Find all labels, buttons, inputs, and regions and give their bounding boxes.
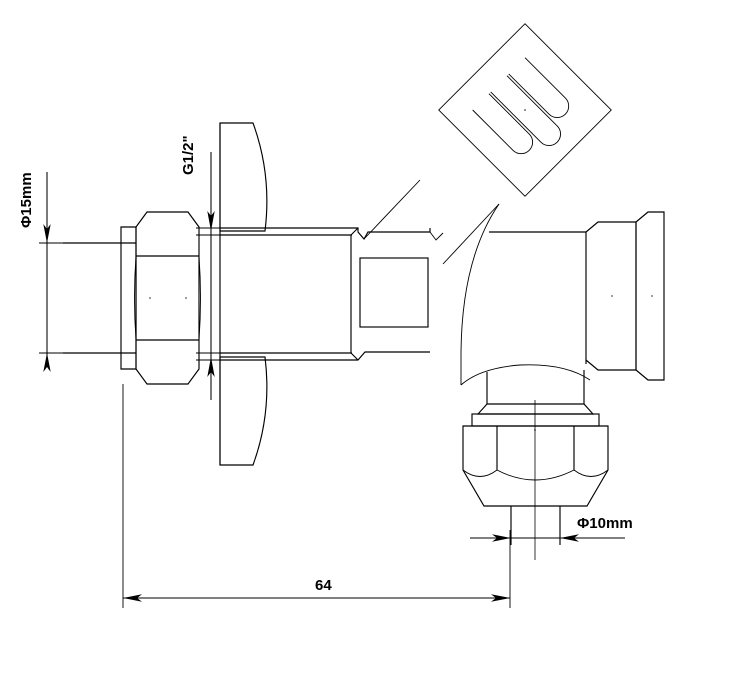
dim-label-phi15: Φ15mm — [18, 172, 35, 228]
bottom-compression-nut — [462, 425, 609, 507]
valve-body-chamfer-top — [350, 227, 359, 236]
outlet-ring-b — [635, 211, 665, 381]
handle-slot-1 — [472, 93, 534, 155]
bottom-nut-arc-mid — [496, 469, 575, 481]
body-square-detail — [359, 257, 429, 328]
arrowhead-phi15-top — [43, 224, 51, 243]
dim-label-phi10: Φ10mm — [577, 515, 633, 532]
handle-plate — [438, 23, 612, 197]
outlet-ring-a — [585, 221, 637, 371]
elbow-inner-curve — [460, 364, 591, 386]
handle-stem-notch — [429, 231, 444, 241]
inlet-pipe — [63, 226, 137, 370]
valve-body-chamfer-bottom — [350, 352, 359, 361]
bottom-neck-collar — [471, 370, 600, 427]
bottom-nut-outline — [462, 425, 609, 507]
hex-nut-outline — [135, 211, 200, 385]
arrowhead-phi10-right — [560, 534, 579, 542]
outlet-dot-a — [611, 295, 613, 297]
dim-label-g12: G1/2" — [180, 135, 197, 175]
arrowhead-g12-top — [207, 211, 215, 231]
valve-body — [220, 227, 431, 361]
hex-nut-dot-right — [185, 297, 187, 299]
escutcheon-lower — [219, 356, 268, 466]
right-outlet-spout — [585, 211, 665, 381]
square-detail-rect — [359, 257, 429, 328]
elbow-junction — [460, 203, 591, 386]
inlet-hex-nut — [134, 211, 201, 385]
handle-stem — [363, 179, 500, 265]
bottom-nut-arc-right — [573, 469, 609, 477]
bottom-nut-arc-left — [462, 469, 498, 477]
collar-taper — [476, 403, 595, 415]
dimension-inlet-diameter: Φ15mm — [18, 172, 136, 372]
escutcheon-upper — [219, 122, 268, 232]
handle-slot-3 — [508, 57, 570, 119]
hex-nut-bulge-left — [134, 255, 137, 341]
handle-stem-left-edge — [363, 179, 421, 240]
arrowhead-g12-bottom — [207, 357, 215, 377]
arrowhead-phi10-left — [492, 534, 511, 542]
handle-center-dot — [524, 109, 526, 111]
arrowhead-64-right — [491, 594, 510, 602]
arrowhead-phi15-bottom — [43, 353, 51, 372]
dimension-overall-length: 64 — [122, 384, 511, 608]
collar-band — [471, 413, 600, 427]
hex-nut-dot-left — [149, 297, 151, 299]
outlet-dot-b — [651, 295, 653, 297]
elbow-outer-curve — [460, 203, 500, 385]
valve-body-bottom-with-chamfer — [220, 351, 430, 361]
handle-stem-right-edge — [442, 203, 500, 265]
inlet-pipe-collar — [120, 226, 137, 370]
dim-label-64: 64 — [315, 577, 332, 594]
arrowhead-64-left — [123, 594, 142, 602]
handle-slot-2 — [490, 75, 561, 146]
hex-nut-bulge-right — [198, 255, 201, 341]
lever-handle — [438, 23, 612, 197]
dimension-outlet-diameter: Φ10mm — [470, 515, 633, 542]
escutcheon-flange — [219, 122, 268, 466]
valve-body-top-with-notch — [220, 227, 431, 240]
